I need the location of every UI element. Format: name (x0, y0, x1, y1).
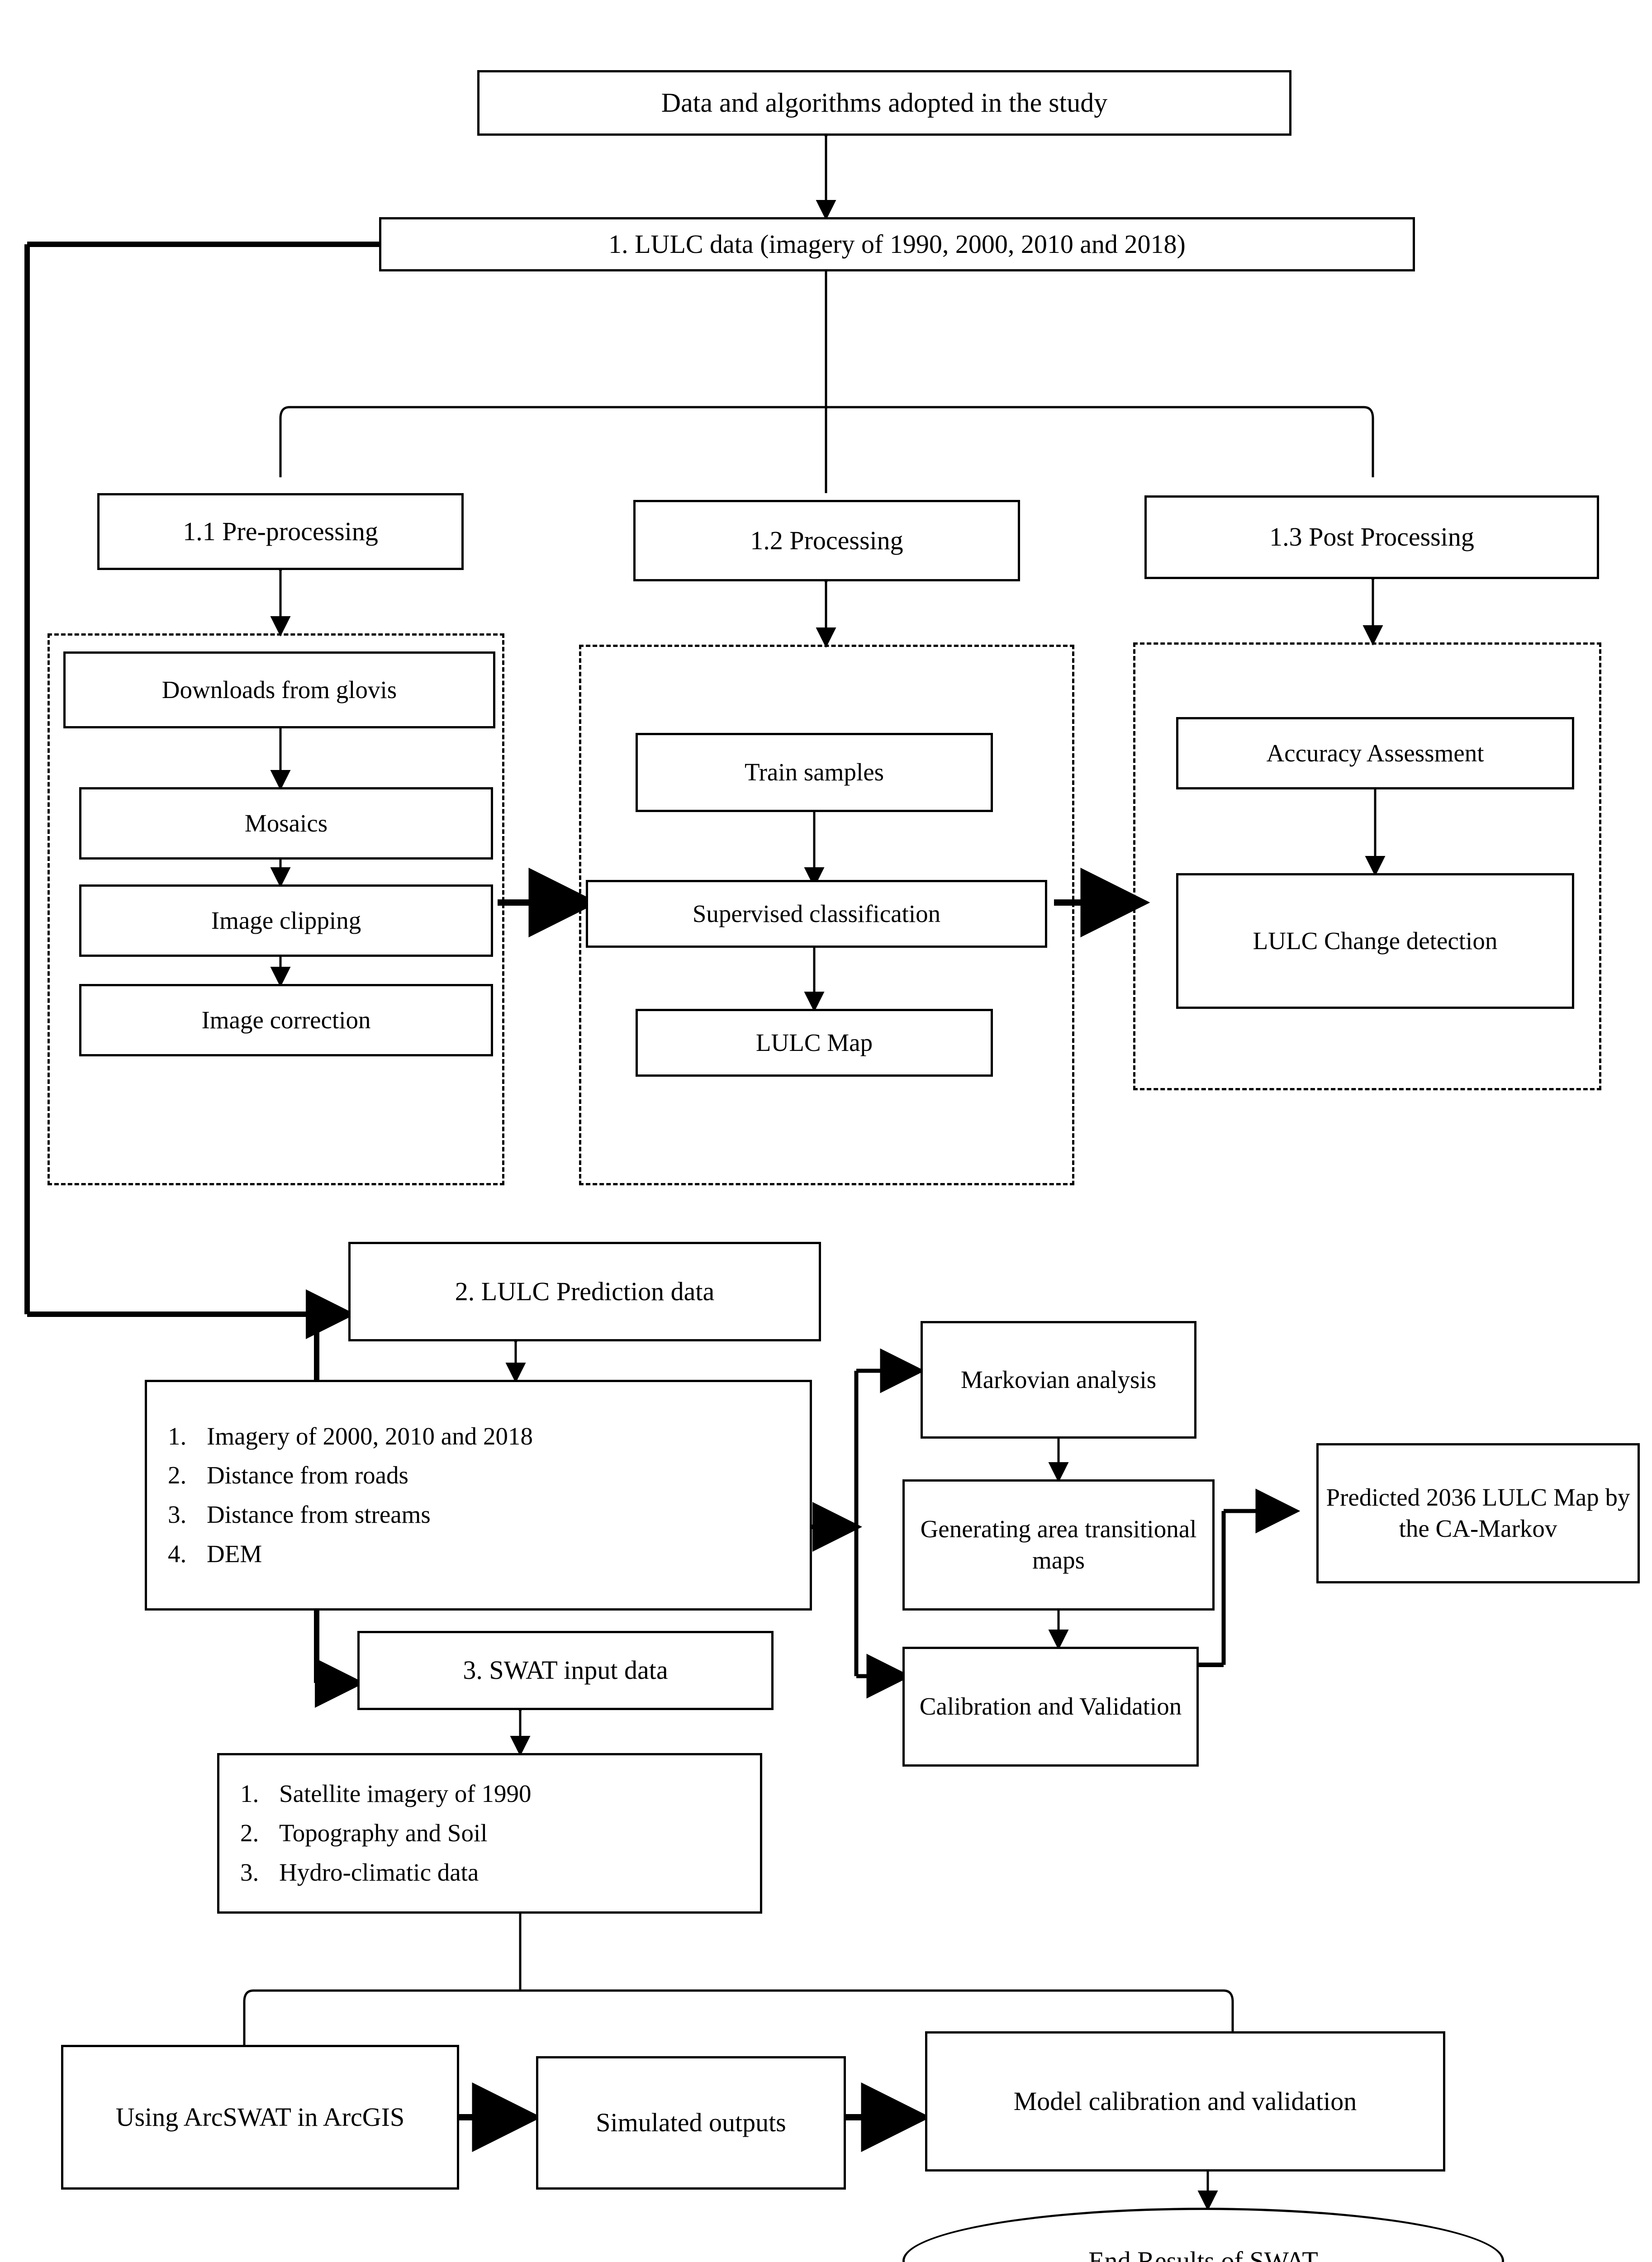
node-title-box: Data and algorithms adopted in the study (477, 70, 1291, 136)
list-item-number: 1. (240, 1780, 259, 1808)
list-item: 3. Hydro-climatic data (240, 1857, 532, 1888)
node-mosaics-label: Mosaics (244, 809, 328, 837)
node-post-processing: 1.3 Post Processing (1144, 495, 1599, 579)
list-item: 2. Topography and Soil (240, 1818, 532, 1849)
node-processing: 1.2 Processing (633, 500, 1020, 581)
node-swat-input-data-label: 3. SWAT input data (463, 1655, 668, 1685)
prediction-inputs-items: 1. Imagery of 2000, 2010 and 2018 2. Dis… (168, 1421, 533, 1570)
node-image-correction-label: Image correction (201, 1006, 371, 1034)
node-using-arcswat-label: Using ArcSWAT in ArcGIS (115, 2102, 405, 2132)
node-train-samples: Train samples (636, 733, 993, 812)
list-item: 1. Satellite imagery of 1990 (240, 1778, 532, 1810)
node-end-results-swat-label: End Results of SWAT (1088, 2246, 1318, 2262)
list-item: 2. Distance from roads (168, 1460, 533, 1491)
list-item-number: 3. (240, 1858, 259, 1886)
node-swat-input-data: 3. SWAT input data (357, 1631, 774, 1710)
node-calibration-validation: Calibration and Validation (902, 1647, 1199, 1767)
node-simulated-outputs: Simulated outputs (536, 2056, 846, 2190)
list-item-text: Satellite imagery of 1990 (279, 1780, 532, 1808)
node-generating-area-maps-label: Generating area transitional maps (920, 1515, 1197, 1574)
node-end-results-swat: End Results of SWAT (902, 2208, 1504, 2262)
node-using-arcswat: Using ArcSWAT in ArcGIS (61, 2045, 459, 2190)
node-swat-inputs-list: 1. Satellite imagery of 1990 2. Topograp… (217, 1753, 762, 1914)
node-accuracy-assessment-label: Accuracy Assessment (1266, 739, 1484, 767)
list-item-text: Distance from roads (207, 1461, 408, 1489)
list-item-number: 3. (168, 1501, 187, 1528)
group-pre-processing (47, 633, 504, 1185)
node-model-calibration-validation-label: Model calibration and validation (1013, 2086, 1357, 2116)
node-predicted-lulc-map: Predicted 2036 LULC Map by the CA-Markov (1316, 1443, 1640, 1583)
list-item: 1. Imagery of 2000, 2010 and 2018 (168, 1421, 533, 1452)
node-post-processing-label: 1.3 Post Processing (1269, 522, 1474, 552)
node-title-label: Data and algorithms adopted in the study (661, 88, 1108, 118)
node-lulc-map-label: LULC Map (755, 1028, 873, 1056)
node-processing-label: 1.2 Processing (750, 525, 903, 555)
list-item-text: DEM (207, 1540, 262, 1568)
node-generating-area-maps: Generating area transitional maps (902, 1479, 1215, 1611)
swat-inputs-items: 1. Satellite imagery of 1990 2. Topograp… (240, 1778, 532, 1888)
node-predicted-lulc-map-label: Predicted 2036 LULC Map by the CA-Markov (1326, 1483, 1630, 1542)
list-item-number: 1. (168, 1422, 187, 1450)
group-post-processing (1133, 642, 1601, 1090)
node-calibration-validation-label: Calibration and Validation (919, 1692, 1182, 1720)
node-downloads-from-glovis: Downloads from glovis (63, 651, 495, 728)
group-processing (579, 645, 1074, 1185)
list-item-text: Hydro-climatic data (279, 1858, 479, 1886)
node-pre-processing: 1.1 Pre-processing (97, 493, 464, 570)
node-downloads-label: Downloads from glovis (161, 675, 397, 703)
node-train-samples-label: Train samples (744, 758, 884, 786)
node-image-correction: Image correction (79, 984, 493, 1056)
node-lulc-change-detection-label: LULC Change detection (1253, 927, 1498, 955)
list-item-number: 2. (240, 1819, 259, 1847)
list-item-text: Topography and Soil (279, 1819, 488, 1847)
list-item: 4. DEM (168, 1539, 533, 1570)
node-lulc-change-detection: LULC Change detection (1176, 873, 1574, 1009)
node-lulc-data-label: 1. LULC data (imagery of 1990, 2000, 201… (608, 229, 1186, 259)
node-image-clipping-label: Image clipping (211, 906, 361, 934)
node-prediction-inputs-list: 1. Imagery of 2000, 2010 and 2018 2. Dis… (145, 1380, 812, 1611)
node-simulated-outputs-label: Simulated outputs (596, 2108, 786, 2138)
node-image-clipping: Image clipping (79, 884, 493, 957)
node-accuracy-assessment: Accuracy Assessment (1176, 717, 1574, 789)
node-lulc-map: LULC Map (636, 1009, 993, 1077)
node-pre-processing-label: 1.1 Pre-processing (183, 516, 378, 546)
node-lulc-prediction-data: 2. LULC Prediction data (348, 1242, 821, 1341)
node-lulc-data: 1. LULC data (imagery of 1990, 2000, 201… (379, 217, 1415, 271)
list-item-number: 2. (168, 1461, 187, 1489)
node-supervised-classification: Supervised classification (586, 880, 1047, 948)
list-item: 3. Distance from streams (168, 1499, 533, 1530)
list-item-text: Distance from streams (207, 1501, 431, 1528)
node-model-calibration-validation: Model calibration and validation (925, 2031, 1445, 2172)
node-lulc-prediction-data-label: 2. LULC Prediction data (455, 1276, 715, 1306)
list-item-text: Imagery of 2000, 2010 and 2018 (207, 1422, 533, 1450)
node-mosaics: Mosaics (79, 787, 493, 860)
list-item-number: 4. (168, 1540, 187, 1568)
node-markovian-analysis-label: Markovian analysis (960, 1365, 1157, 1393)
node-markovian-analysis: Markovian analysis (921, 1321, 1196, 1439)
node-supervised-classification-label: Supervised classification (692, 899, 941, 927)
